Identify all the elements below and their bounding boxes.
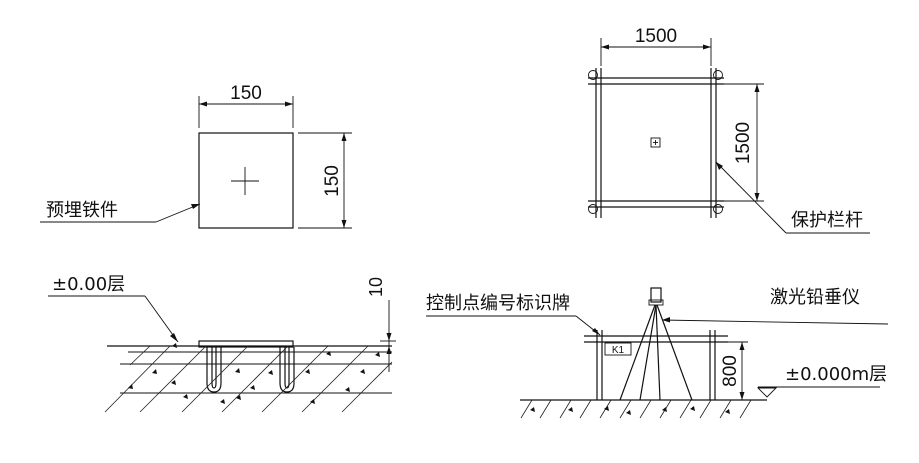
guardrail-label: 保护栏杆: [791, 210, 863, 231]
height-dim-label: 1500: [733, 122, 754, 164]
post-top-left: [588, 70, 598, 80]
level-triangle-marker: [756, 387, 778, 398]
dim-10-arrow-top: [386, 333, 392, 341]
guardrail-plan: 1500 1500 保护栏杆: [588, 26, 870, 234]
plumb-line: [655, 304, 661, 401]
arrow-right: [703, 44, 711, 50]
arrow-top: [341, 133, 347, 141]
control-point-label: 控制点编号标识牌: [426, 293, 570, 314]
arrow-top: [754, 84, 760, 92]
embedded-plate-label: 预埋铁件: [46, 200, 118, 221]
anchor-right-inner: [284, 347, 290, 389]
dim-800-arrow-bottom: [739, 392, 745, 400]
dim-10-label: 10: [366, 277, 386, 297]
embedded-plate-plan: 150 150 预埋铁件: [40, 83, 352, 229]
post-bottom-right: [713, 204, 723, 214]
arrow-right: [285, 101, 293, 107]
laser-plummet-head: [650, 287, 662, 303]
width-dim-label: 1500: [635, 26, 677, 47]
instrument-leader: [661, 319, 889, 325]
leader-arrow: [716, 162, 723, 170]
laser-plummet-label: 激光铅垂仪: [770, 287, 860, 308]
leader-line: [715, 161, 787, 234]
aggregate-dots: [128, 343, 380, 404]
plate-section: [198, 340, 294, 348]
ground-dots: [530, 406, 730, 415]
sign-text: K1: [612, 345, 625, 356]
dim-10-arrow-bottom: [386, 346, 392, 354]
level-label: ±0.00层: [52, 274, 125, 295]
embedded-plate: [198, 132, 294, 229]
leader-arrow: [191, 204, 200, 209]
post-bottom-left: [588, 204, 598, 214]
width-dim-label: 150: [230, 83, 262, 104]
dim-800-label: 800: [720, 355, 741, 387]
laser-plummet-section: K1 控制点编号标识牌 激光铅垂仪 800 ±0.000m层: [426, 287, 889, 419]
anchor-right-hook: [279, 347, 295, 393]
control-leader-arrow: [592, 328, 600, 335]
tripod-leg-right: [656, 304, 693, 401]
dim-800-arrow-top: [739, 342, 745, 350]
height-dim-label: 150: [322, 165, 343, 197]
arrow-bottom: [341, 220, 347, 228]
post-top-right: [713, 70, 723, 80]
control-point-sign: [604, 342, 632, 356]
tripod-leg-mid: [639, 304, 657, 401]
instrument-leader-arrow: [662, 317, 670, 323]
tripod-leg-left: [619, 304, 656, 401]
control-point-mark: [650, 137, 661, 148]
anchor-left-inner: [211, 347, 217, 389]
arrow-bottom: [754, 193, 760, 201]
embedded-plate-section: ±0.00层 10: [48, 274, 396, 413]
level-label: ±0.000m层: [785, 364, 887, 385]
ground-hatch: [520, 399, 752, 419]
concrete-hatch: [104, 345, 393, 413]
level-leader-arrow: [170, 333, 178, 342]
arrow-left: [601, 44, 609, 50]
arrow-left: [199, 101, 207, 107]
